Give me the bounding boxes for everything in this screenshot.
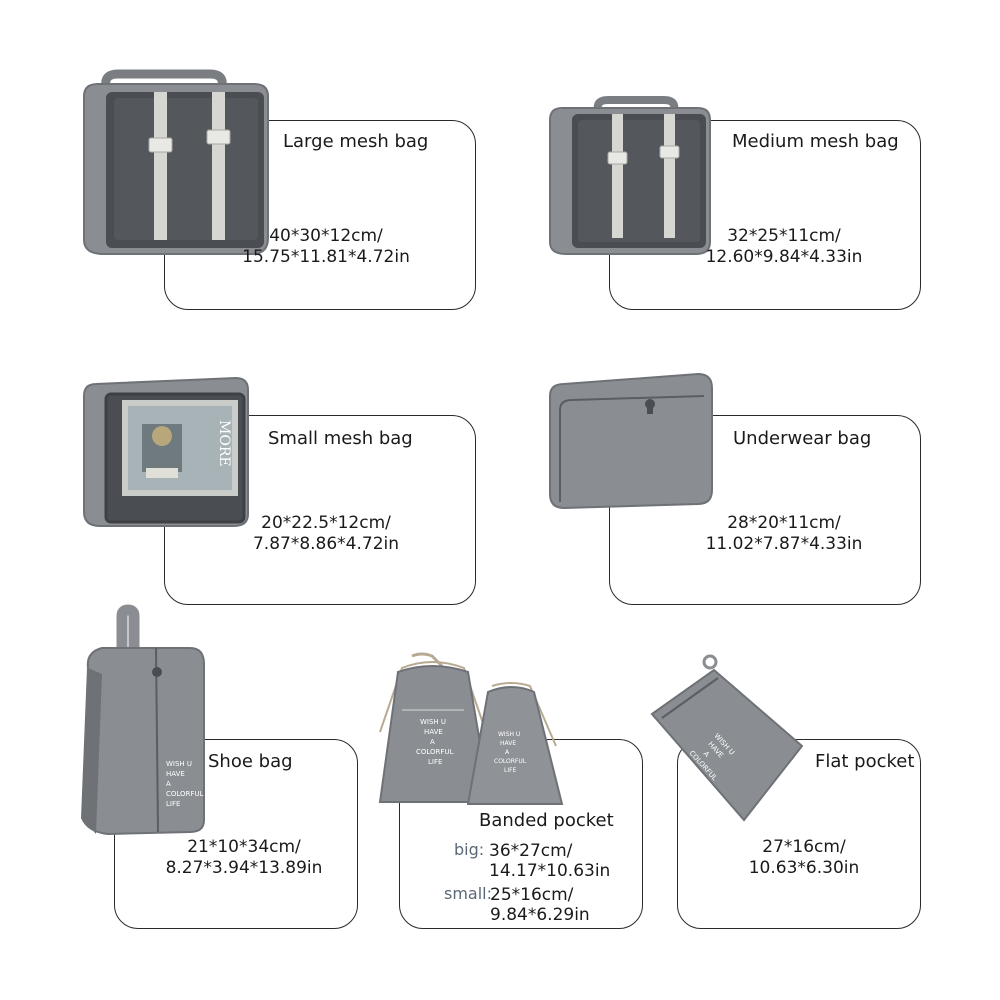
dimensions-in: 11.02*7.87*4.33in [705,534,863,554]
small-print-line4: COLORFUL [494,758,527,765]
big-dimensions-in: 14.17*10.63in [489,861,611,881]
book-cover-text: MORE [216,420,232,467]
dimensions-cm: 40*30*12cm/ [269,226,383,246]
big-print-line3: A [430,738,435,746]
shoe-bag-image: WISH U HAVE A COLORFUL LIFE [80,604,205,836]
product-dimensions: 28*20*11cm/ 11.02*7.87*4.33in [684,513,884,555]
product-title: Large mesh bag [283,131,429,152]
big-print-line4: COLORFUL [416,748,454,756]
small-dimensions-in: 9.84*6.29in [490,905,590,925]
product-title: Medium mesh bag [732,131,899,152]
dimensions-cm: 20*22.5*12cm/ [261,513,391,533]
product-dimensions: 20*22.5*12cm/ 7.87*8.86*4.72in [236,513,416,555]
flat-pocket-image: WISH U HAVE A COLORFUL LIFE [650,654,804,822]
shoe-print-line5: LIFE [166,800,180,808]
product-dimensions: 40*30*12cm/ 15.75*11.81*4.72in [236,226,416,268]
dimensions-in: 10.63*6.30in [748,858,860,878]
dimensions-in: 12.60*9.84*4.33in [705,247,863,267]
big-size-dimensions: 36*27cm/ 14.17*10.63in [489,841,610,881]
small-mesh-bag-image: MORE [83,376,249,527]
underwear-bag-image [549,372,713,510]
dimensions-cm: 32*25*11cm/ [727,226,841,246]
banded-pocket-image: WISH U HAVE A COLORFUL LIFE WISH U HAVE … [378,652,564,805]
product-title: Banded pocket [479,810,614,831]
dimensions-cm: 28*20*11cm/ [727,513,841,533]
product-dimensions: 32*25*11cm/ 12.60*9.84*4.33in [694,226,874,268]
small-dimensions-cm: 25*16cm/ [490,885,574,905]
big-dimensions-cm: 36*27cm/ [489,841,573,861]
big-print-line5: LIFE [428,758,442,766]
medium-mesh-bag-image [549,96,711,255]
flat-print-line3: A [702,750,711,759]
shoe-print-line4: COLORFUL [166,790,204,798]
product-dimensions: 21*10*34cm/ 8.27*3.94*13.89in [154,837,334,879]
product-title: Small mesh bag [268,428,413,449]
dimensions-in: 15.75*11.81*4.72in [242,247,410,267]
product-dimensions: 27*16cm/ 10.63*6.30in [714,837,894,879]
dimensions-in: 8.27*3.94*13.89in [165,858,323,878]
small-size-label: small: [444,884,493,903]
shoe-print-line3: A [166,780,171,788]
small-print-line2: HAVE [500,740,516,747]
small-print-line3: A [505,749,510,756]
small-size-dimensions: 25*16cm/ 9.84*6.29in [490,885,590,925]
shoe-print-line2: HAVE [166,770,185,778]
big-print-line2: HAVE [424,728,443,736]
product-title: Flat pocket [815,751,915,772]
shoe-print-line1: WISH U [166,760,192,768]
big-print-line1: WISH U [420,718,446,726]
large-mesh-bag-image [83,69,269,255]
product-title: Underwear bag [733,428,872,449]
small-print-line1: WISH U [498,731,520,738]
small-print-line5: LIFE [504,767,517,774]
product-title: Shoe bag [208,751,293,772]
dimensions-cm: 27*16cm/ [762,837,846,857]
big-size-label: big: [454,840,485,859]
dimensions-in: 7.87*8.86*4.72in [252,534,400,554]
dimensions-cm: 21*10*34cm/ [187,837,301,857]
